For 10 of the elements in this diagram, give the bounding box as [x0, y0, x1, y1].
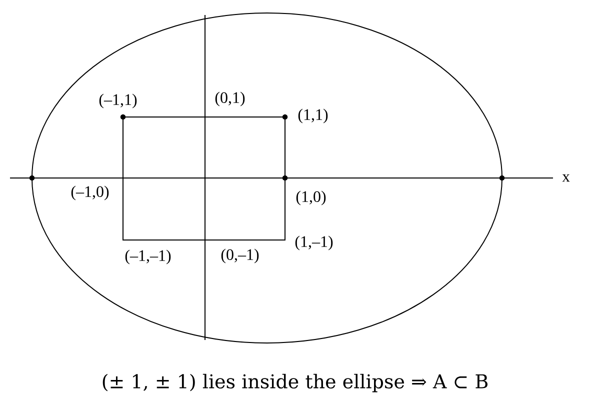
point-label: (0,1) [215, 92, 245, 106]
point-label: (–1,0) [71, 186, 109, 200]
point-label: (1,0) [296, 190, 326, 206]
point-label: x [562, 174, 570, 182]
caption: (± 1, ± 1) lies inside the ellipse ⇒ A ⊂ B [102, 374, 488, 392]
point-label: (–1,1) [99, 94, 137, 108]
point-label: (1,1) [298, 108, 328, 124]
point-label: (–1,–1) [125, 250, 171, 264]
point-label: (1,–1) [295, 236, 333, 250]
point-label: (0,–1) [221, 248, 259, 264]
